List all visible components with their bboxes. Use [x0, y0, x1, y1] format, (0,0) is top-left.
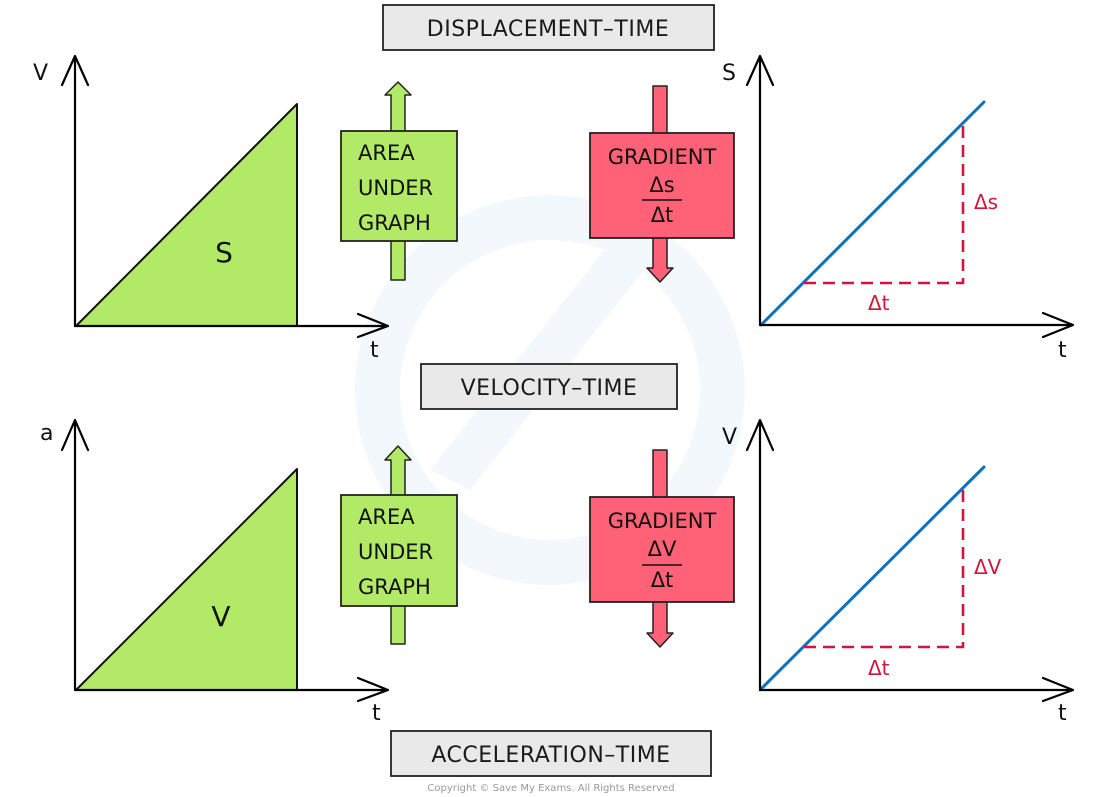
y-axis-label: a: [40, 421, 53, 446]
x-axis-label: t: [1058, 701, 1067, 726]
linear-graph-line: [759, 465, 986, 691]
x-axis-arrow: [758, 676, 1075, 703]
gradient-denominator: Δt: [651, 568, 674, 592]
y-axis-arrow: [60, 418, 90, 692]
run-label: Δt: [868, 291, 890, 315]
area-under-graph-fill: [75, 103, 298, 327]
gradient-box: [589, 496, 735, 603]
y-axis-label: V: [33, 61, 48, 86]
gradient-numerator: ΔV: [648, 537, 677, 561]
gradient-triangle: [804, 487, 965, 649]
area-box-line-2: UNDER: [358, 176, 433, 200]
row1-left-graph: V t S: [33, 54, 390, 363]
area-box: [340, 130, 458, 242]
title-displacement-time: DISPLACEMENT–TIME: [382, 4, 715, 51]
gradient-title: GRADIENT: [608, 145, 717, 169]
area-box-line-1: AREA: [358, 141, 415, 165]
title-velocity-time: VELOCITY–TIME: [420, 363, 678, 410]
row2-gradient-box: GRADIENT ΔV Δt: [589, 449, 735, 648]
gradient-numerator: Δs: [649, 173, 674, 197]
area-label: S: [215, 236, 233, 269]
linear-graph-line: [759, 100, 986, 327]
title-acceleration-time: ACCELERATION–TIME: [390, 730, 712, 777]
gradient-triangle: [804, 122, 965, 285]
copyright-notice: Copyright © Save My Exams. All Rights Re…: [427, 783, 674, 794]
area-box-line-3: GRAPH: [358, 211, 431, 235]
gradient-denominator: Δt: [651, 203, 674, 227]
y-axis-label: S: [722, 61, 736, 86]
gradient-title: GRADIENT: [608, 509, 717, 533]
x-axis-label: t: [1058, 338, 1067, 363]
gradient-box: [589, 132, 735, 239]
area-box-line-2: UNDER: [358, 540, 433, 564]
y-axis-label: V: [722, 425, 737, 450]
x-axis-label: t: [370, 338, 379, 363]
row1-area-under-graph-box: AREA UNDER GRAPH: [340, 81, 458, 281]
row2-left-graph: a t V: [40, 418, 390, 726]
rise-label: Δs: [974, 190, 998, 214]
row1-gradient-box: GRADIENT Δs Δt: [589, 85, 735, 283]
rise-label: ΔV: [974, 555, 1002, 579]
x-axis-label: t: [372, 701, 381, 726]
area-label: V: [211, 600, 230, 633]
y-axis-arrow: [60, 54, 90, 328]
row2-right-graph: V t ΔV Δt: [722, 418, 1075, 726]
x-axis-arrow: [758, 311, 1075, 339]
area-box-line-3: GRAPH: [358, 575, 431, 599]
title-acceleration-time-text: ACCELERATION–TIME: [431, 743, 670, 768]
run-label: Δt: [868, 656, 890, 680]
title-displacement-time-text: DISPLACEMENT–TIME: [427, 17, 669, 42]
row2-area-under-graph-box: AREA UNDER GRAPH: [340, 445, 458, 645]
y-axis-arrow: [745, 418, 775, 692]
x-axis-arrow: [73, 676, 390, 703]
x-axis-arrow: [73, 312, 390, 339]
y-axis-arrow: [745, 54, 775, 327]
area-box: [340, 494, 458, 607]
area-box-line-1: AREA: [358, 505, 415, 529]
area-under-graph-fill: [75, 468, 298, 691]
title-velocity-time-text: VELOCITY–TIME: [461, 376, 638, 401]
row1-right-graph: S t Δs Δt: [722, 54, 1075, 363]
